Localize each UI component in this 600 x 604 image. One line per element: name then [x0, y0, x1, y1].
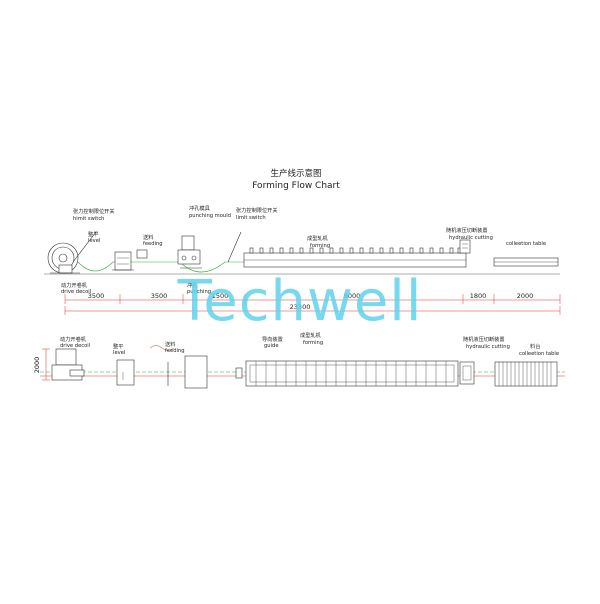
punch-press-side — [177, 235, 202, 269]
plan-label-forming-cn: 成型轧机 — [300, 331, 322, 339]
techwell-watermark: Techwell — [177, 269, 423, 334]
label-punch-mould-en: punching mould — [189, 213, 231, 219]
collection-table-plan — [494, 361, 558, 387]
label-feeding-en: feeding — [143, 241, 163, 247]
hydraulic-cutter-plan — [459, 361, 475, 385]
decoiler-side — [47, 242, 80, 274]
label-decoil-cn: 动力开卷机 — [61, 281, 88, 289]
label-cutting-en: hydraulic cutting — [449, 235, 493, 241]
dimension-chain: 3500 3500 1500 9000 1800 2000 23300 — [64, 292, 561, 315]
label-punching-cn: 冲孔 — [187, 281, 198, 289]
label-limit-switch-1-en: himit switch — [73, 216, 104, 222]
plan-label-feeding-en: feeding — [165, 348, 185, 354]
feeder-side — [136, 249, 148, 259]
collection-table-side — [493, 257, 559, 267]
plan-label-collection-en: colleetion table — [519, 351, 559, 357]
label-level-en: level — [88, 238, 100, 244]
dim-9000: 9000 — [344, 292, 361, 300]
plan-label-guide-en: guide — [264, 343, 279, 349]
leveler-plan — [116, 359, 135, 386]
hydraulic-cutter-side — [459, 239, 471, 254]
label-limit-switch-2-en: limit switch — [236, 215, 266, 221]
title-cn: 生产线示意图 — [270, 168, 321, 179]
side-view: 张力控制限位开关 himit switch 整平 level 送料 feedin… — [44, 204, 561, 315]
dim-1500: 1500 — [212, 292, 229, 300]
decoiler-plan — [51, 348, 85, 381]
plan-label-forming-en: forming — [303, 340, 323, 346]
punch-plan — [184, 355, 208, 389]
label-forming-en: forming — [310, 243, 330, 249]
plan-label-decoil-cn: 动力开卷机 — [60, 335, 87, 343]
plan-label-decoil-en: drive decoil — [60, 343, 90, 349]
title-en: Forming Flow Chart — [252, 181, 340, 191]
plan-label-feeding-cn: 送料 — [165, 340, 175, 348]
label-collection-en: colleetion table — [506, 241, 546, 247]
plan-view: 2000 — [33, 331, 565, 389]
dim-3500-a: 3500 — [88, 292, 105, 300]
label-punching-en: punching — [187, 289, 211, 295]
dim-1800: 1800 — [470, 292, 487, 300]
plan-label-guide-cn: 导向装置 — [262, 335, 283, 343]
forming-mill-plan — [245, 360, 459, 387]
forming-mill-side — [243, 247, 467, 268]
label-cutting-cn: 随机液压切断装置 — [446, 226, 488, 234]
feeder-plan — [149, 345, 175, 386]
label-limit-switch-2-cn: 张力控制限位开关 — [236, 206, 278, 214]
plan-label-cutting-cn: 随机液压切断装置 — [463, 335, 505, 343]
dim-3500-b: 3500 — [151, 292, 168, 300]
dim-total: 23300 — [290, 303, 311, 311]
dim-width-2000: 2000 — [33, 357, 41, 374]
plan-label-cutting-en: hydraulic cutting — [466, 344, 510, 350]
label-limit-switch-1-cn: 张力控制限位开关 — [73, 207, 115, 215]
label-decoil-en: drive decoil — [61, 289, 91, 295]
leveler-side — [112, 251, 134, 271]
label-level-cn: 整平 — [88, 230, 98, 238]
label-feeding-cn: 送料 — [143, 233, 153, 241]
plan-label-level-en: level — [113, 350, 125, 356]
plan-label-level-cn: 整平 — [113, 342, 123, 350]
label-forming-cn: 成型轧机 — [307, 234, 329, 242]
dim-2000: 2000 — [517, 292, 534, 300]
plan-label-collection-cn: 料台 — [530, 342, 540, 350]
label-punch-mould-cn: 冲孔模具 — [189, 204, 210, 212]
